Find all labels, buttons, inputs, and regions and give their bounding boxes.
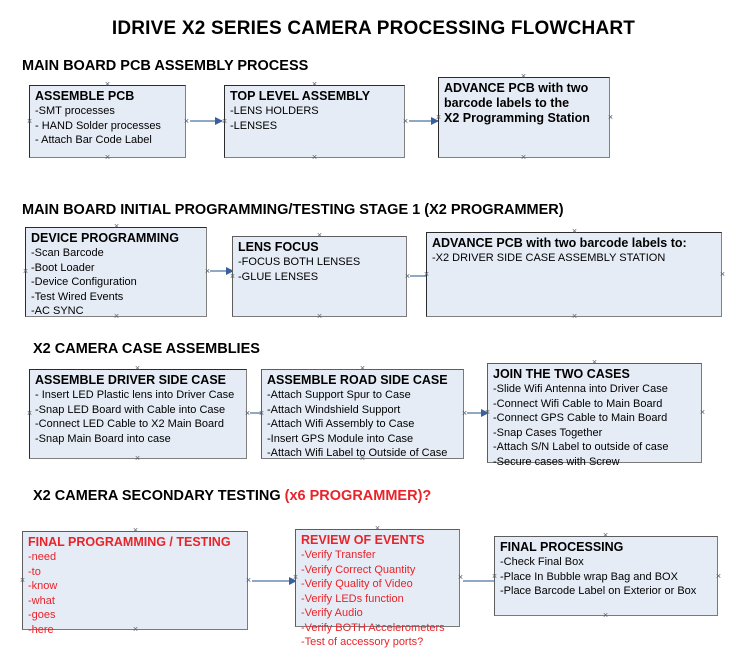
box-assemble-pcb[interactable]: ASSEMBLE PCB -SMT processes - HAND Solde… [29, 85, 186, 158]
section-heading-3: X2 CAMERA CASE ASSEMBLIES [33, 341, 260, 357]
box-title: ASSEMBLE DRIVER SIDE CASE [35, 373, 227, 387]
box-final-programming-testing[interactable]: FINAL PROGRAMMING / TESTING -need -to -k… [22, 531, 248, 636]
box-line: -Connect LED Cable to X2 Main Board [35, 418, 224, 430]
section-heading-4-main: X2 CAMERA SECONDARY TESTING [33, 488, 285, 504]
arrow-head-icon [481, 409, 489, 417]
box-title: JOIN THE TWO CASES [493, 367, 630, 381]
box-line: -Insert GPS Module into Case [267, 432, 414, 445]
box-line: -Check Final Box [500, 556, 584, 568]
box-line: -Scan Barcode [31, 247, 104, 259]
box-line: -GLUE LENSES [238, 270, 319, 283]
box-line: -Connect Wifi Cable to Main Board [493, 397, 663, 410]
box-assemble-driver-side-case[interactable]: ASSEMBLE DRIVER SIDE CASE - Insert LED P… [29, 369, 247, 459]
connector-arrow [190, 117, 223, 125]
box-line: -Snap Cases Together [493, 426, 603, 439]
box-device-programming[interactable]: DEVICE PROGRAMMING -Scan Barcode -Boot L… [25, 227, 207, 317]
box-line: -SMT processes [35, 105, 115, 117]
box-title: ASSEMBLE ROAD SIDE CASE [267, 373, 448, 387]
box-top-level-assembly[interactable]: TOP LEVEL ASSEMBLY -LENS HOLDERS -LENSES [224, 85, 405, 158]
box-line: -Verify Transfer [301, 549, 376, 561]
arrow-head-icon [226, 267, 234, 275]
box-line: -Secure cases with Screw [493, 455, 620, 468]
box-line: -Attach Windshield Support [267, 403, 401, 416]
box-line: -Attach S/N Label to outside of case [493, 441, 669, 453]
box-line: -Boot Loader [31, 261, 95, 274]
box-advance-pcb-2[interactable]: ADVANCE PCB with two barcode labels to: … [426, 232, 722, 317]
box-line: -Verify LEDs function [301, 592, 404, 605]
box-line: -Attach Wifi Label to Outside of Case [267, 447, 448, 459]
box-line: -Verify Correct Quantity [301, 563, 416, 576]
box-title: FINAL PROCESSING [500, 540, 624, 554]
box-line: -Snap Main Board into case [35, 432, 171, 445]
box-title: ADVANCE PCB with two barcode labels to: [432, 236, 687, 250]
connector-arrow [210, 267, 234, 275]
box-line-overflow: -Test of accessory ports? [301, 636, 424, 648]
box-line: - HAND Solder processes [35, 119, 161, 132]
box-line: -LENSES [230, 119, 278, 132]
box-line: - Attach Bar Code Label [35, 134, 152, 146]
box-line: -LENS HOLDERS [230, 105, 319, 117]
box-title: LENS FOCUS [238, 240, 319, 254]
box-title: ADVANCE PCB with two [444, 81, 589, 95]
arrow-head-icon [215, 117, 223, 125]
box-title: DEVICE PROGRAMMING [31, 231, 179, 245]
box-line: -Slide Wifi Antenna into Driver Case [493, 383, 668, 395]
box-line: -Attach Support Spur to Case [267, 389, 411, 401]
box-final-processing[interactable]: FINAL PROCESSING -Check Final Box -Place… [494, 536, 718, 616]
box-advance-pcb-1[interactable]: ADVANCE PCB with two barcode labels to t… [438, 77, 610, 158]
box-line: -what [28, 594, 55, 607]
box-title: REVIEW OF EVENTS [301, 533, 425, 547]
section-heading-1: MAIN BOARD PCB ASSEMBLY PROCESS [22, 58, 309, 74]
box-line: -here [28, 623, 54, 636]
connector-arrow [409, 117, 439, 125]
box-line: -Place Barcode Label on Exterior or Box [500, 585, 697, 597]
connector-arrow [467, 409, 489, 417]
box-line: - Insert LED Plastic lens into Driver Ca… [35, 389, 235, 401]
box-review-of-events[interactable]: REVIEW OF EVENTS -Verify Transfer -Verif… [295, 529, 460, 648]
box-line: -X2 DRIVER SIDE CASE ASSEMBLY STATION [432, 252, 666, 264]
arrow-head-icon [289, 577, 297, 585]
arrow-head-icon [431, 117, 439, 125]
box-join-the-two-cases[interactable]: JOIN THE TWO CASES -Slide Wifi Antenna i… [487, 363, 702, 468]
page-title: IDRIVE X2 SERIES CAMERA PROCESSING FLOWC… [111, 18, 636, 39]
box-line: -Verify Audio [301, 607, 363, 619]
box-line: -Place In Bubble wrap Bag and BOX [500, 570, 678, 583]
box-title: FINAL PROGRAMMING / TESTING [28, 535, 231, 549]
box-title: ASSEMBLE PCB [35, 89, 135, 103]
box-title: TOP LEVEL ASSEMBLY [230, 89, 371, 103]
section-heading-4: X2 CAMERA SECONDARY TESTING (x6 PROGRAMM… [33, 488, 431, 504]
box-title-line-2: barcode labels to the [444, 96, 570, 110]
box-line: -Snap LED Board with Cable into Case [35, 403, 226, 416]
box-line: -FOCUS BOTH LENSES [238, 256, 361, 268]
box-line: -need [28, 551, 57, 563]
box-line: -Test Wired Events [31, 290, 124, 303]
connector-arrow [252, 577, 297, 585]
box-assemble-road-side-case[interactable]: ASSEMBLE ROAD SIDE CASE -Attach Support … [261, 369, 464, 459]
box-line: -goes [28, 609, 56, 621]
box-line: -to [28, 565, 41, 578]
box-line: -Connect GPS Cable to Main Board [493, 412, 668, 424]
section-heading-4-accent: (x6 PROGRAMMER)? [284, 488, 432, 504]
box-lens-focus[interactable]: LENS FOCUS -FOCUS BOTH LENSES -GLUE LENS… [232, 236, 407, 317]
box-line: -AC SYNC [31, 305, 84, 317]
box-line: -Verify Quality of Video [301, 578, 413, 590]
box-line: -Attach Wifi Assembly to Case [267, 418, 415, 430]
box-title-line-3: X2 Programming Station [444, 111, 590, 125]
box-line: -Verify BOTH Accelerometers [301, 621, 445, 634]
section-heading-2: MAIN BOARD INITIAL PROGRAMMING/TESTING S… [22, 202, 564, 218]
box-line: -know [28, 580, 58, 592]
box-line: -Device Configuration [31, 276, 137, 288]
